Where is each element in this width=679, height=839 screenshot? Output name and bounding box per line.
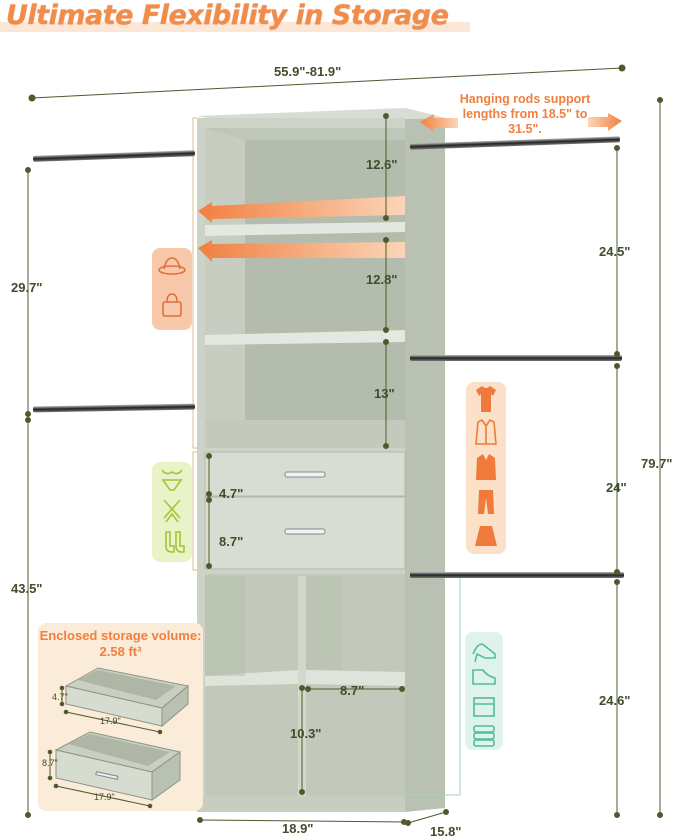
skirt-icon bbox=[475, 526, 497, 546]
base-width: 18.9" bbox=[282, 821, 314, 836]
title-highlight bbox=[0, 22, 470, 32]
shelf1-height: 12.6" bbox=[366, 157, 398, 172]
shoe-icon bbox=[472, 669, 496, 685]
right-rod-gap-1: 24.5" bbox=[599, 244, 631, 259]
drawer2-height: 8.7" bbox=[219, 534, 244, 549]
overall-width-line bbox=[28, 64, 626, 102]
stack-icon bbox=[473, 725, 495, 747]
enclosed-d1-width: 17.9" bbox=[100, 716, 121, 726]
handbag-icon bbox=[162, 293, 182, 317]
tshirt-icon bbox=[476, 386, 496, 412]
total-height: 79.7" bbox=[641, 456, 673, 471]
socks-icon bbox=[165, 531, 185, 553]
hat-icon bbox=[158, 257, 186, 275]
left-lower-height: 43.5" bbox=[11, 581, 43, 596]
tie-icon bbox=[163, 499, 181, 523]
underwear-icon bbox=[161, 469, 183, 491]
heel-icon bbox=[472, 643, 496, 663]
shirt-icon bbox=[475, 418, 497, 445]
overall-width-label: 55.9"-81.9" bbox=[274, 64, 342, 79]
shelf2-height: 12.8" bbox=[366, 272, 398, 287]
enclosed-d2-width: 17.9" bbox=[94, 792, 115, 802]
drawer1-height: 4.7" bbox=[219, 486, 244, 501]
left-upper-height: 29.7" bbox=[11, 280, 43, 295]
clothes-icon-panel bbox=[466, 382, 506, 554]
depth: 15.8" bbox=[430, 824, 462, 839]
right-rod-gap-2: 24" bbox=[606, 480, 627, 495]
enclosed-d2-height: 8.7" bbox=[42, 758, 58, 768]
cube-height: 10.3" bbox=[290, 726, 322, 741]
rod-note: Hanging rods support lengths from 18.5" … bbox=[459, 92, 591, 136]
left-rods bbox=[32, 150, 196, 413]
enclosed-d1-height: 4.7" bbox=[52, 692, 68, 702]
closet-tower bbox=[197, 108, 445, 812]
drawer-illustration-2 bbox=[54, 731, 182, 801]
enclosed-storage-title: Enclosed storage volume: 2.58 ft³ bbox=[39, 628, 202, 659]
adjust-arrows bbox=[198, 113, 622, 262]
underwear-icon-panel bbox=[152, 462, 192, 562]
shelf3-height: 13" bbox=[374, 386, 395, 401]
accessory-icon-panel bbox=[152, 248, 192, 330]
pants-icon bbox=[478, 490, 494, 514]
box-icon bbox=[473, 697, 495, 717]
right-rod-gap-3: 24.6" bbox=[599, 693, 631, 708]
shoes-icon-panel bbox=[465, 632, 503, 750]
right-rods bbox=[410, 136, 624, 578]
drawer-illustration-1 bbox=[64, 667, 190, 728]
page-title: Ultimate Flexibility in Storage bbox=[6, 0, 449, 31]
jacket-icon bbox=[476, 454, 496, 480]
cube-width: 8.7" bbox=[340, 683, 365, 698]
